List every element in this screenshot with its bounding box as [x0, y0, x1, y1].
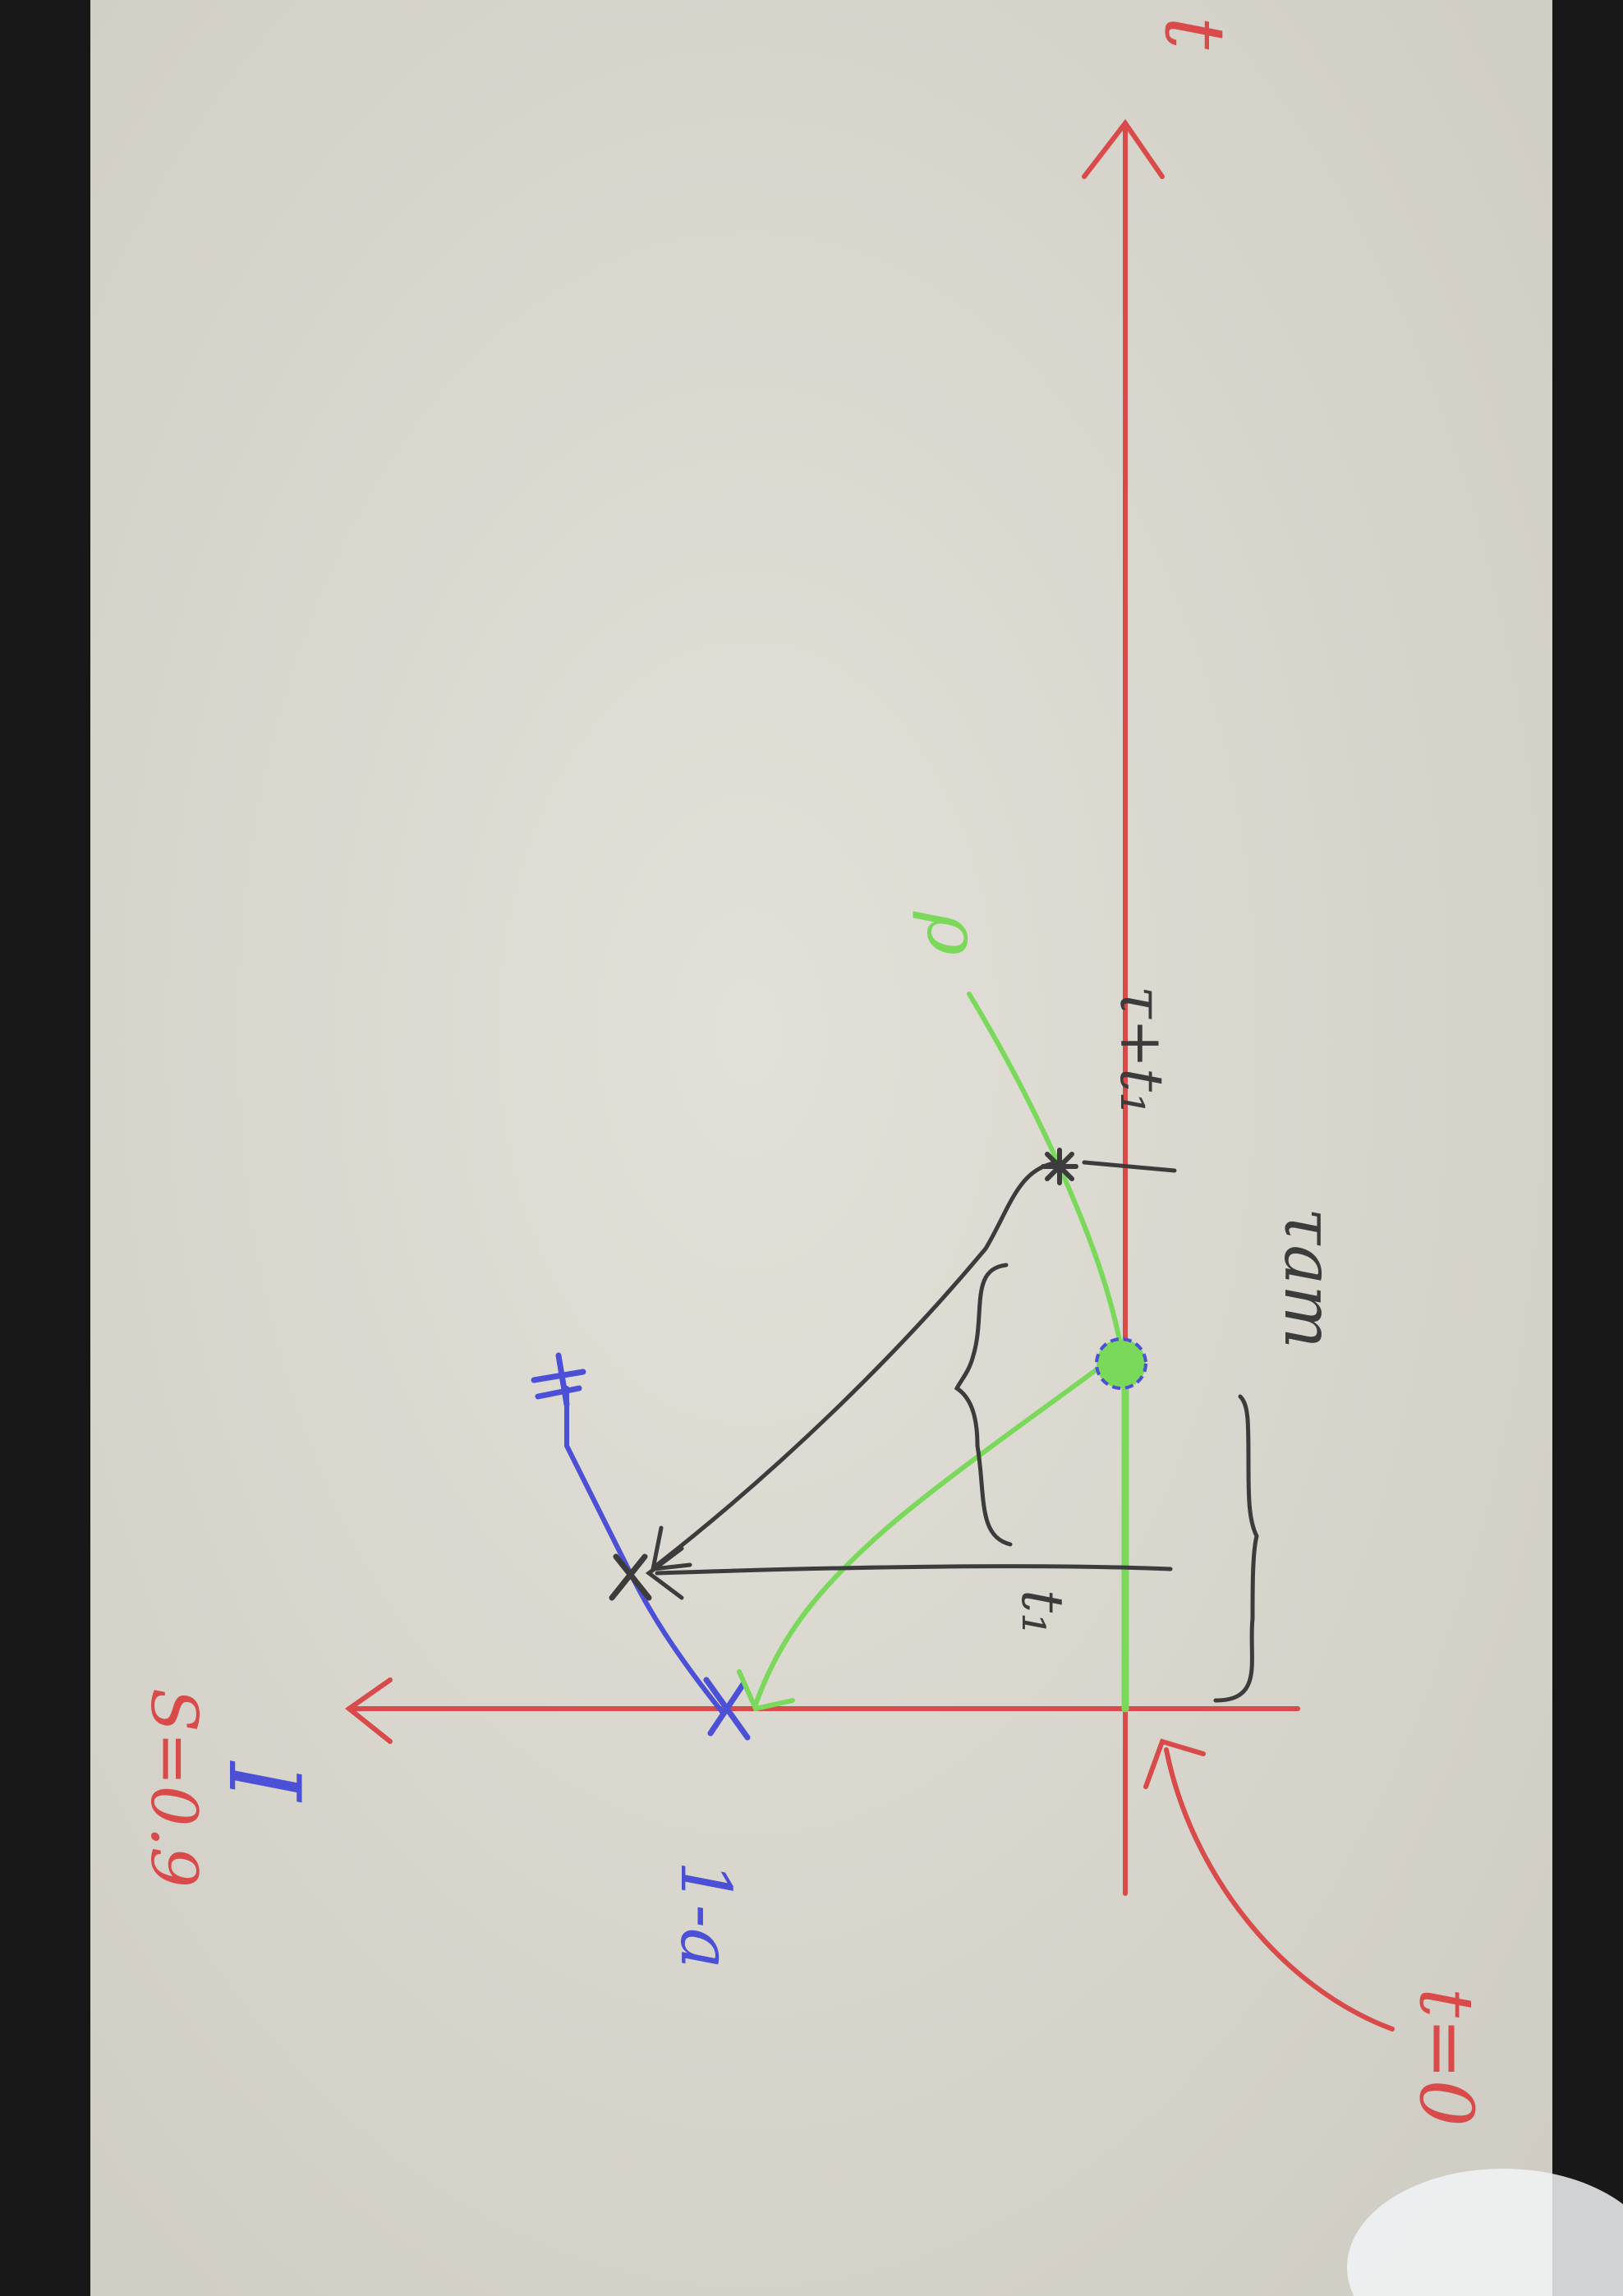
- roman-one-label: I: [206, 1760, 320, 1803]
- tau-m-label: τam: [1269, 1208, 1347, 1349]
- tau-plus-t1-label: τ+t₁: [1107, 986, 1176, 1116]
- s-eq-label: S=0.9: [136, 1688, 210, 1888]
- tau-m-brace: [1213, 1394, 1259, 1703]
- value-axis: [344, 1677, 1300, 1744]
- text-tau-m: τam: [1269, 1208, 1347, 1349]
- blue-cross-marker: [703, 1677, 751, 1741]
- text-roman-one: I: [206, 1760, 320, 1803]
- blue-curve: [563, 1386, 725, 1715]
- grey-cross-marker: [609, 1553, 652, 1601]
- t1-label: t₁: [1009, 1590, 1076, 1636]
- t-zero-pointer: [1143, 1738, 1395, 2031]
- paper-sheet: [90, 0, 1552, 2296]
- one-minus-a-label: 1-a: [665, 1861, 746, 1969]
- inner-brace: [954, 1263, 1013, 1547]
- text-t-axis: t: [1147, 16, 1243, 50]
- text-t1: t₁: [1009, 1590, 1076, 1636]
- rho-label: ρ: [910, 911, 996, 955]
- text-s-eq: S=0.9: [136, 1688, 210, 1888]
- text-t-zero: t=0: [1403, 1988, 1489, 2127]
- grey-curve: [645, 1160, 1177, 1600]
- glare: [1347, 2169, 1623, 2296]
- text-rho: ρ: [910, 911, 996, 955]
- green-point: [1095, 1337, 1147, 1390]
- text-tau-plus-t1: τ+t₁: [1107, 986, 1176, 1116]
- text-one-minus-a: 1-a: [665, 1861, 746, 1969]
- blue-end-marker: [531, 1352, 586, 1408]
- t-zero-label: t=0: [1403, 1988, 1489, 2127]
- t-axis-label: t: [1147, 16, 1243, 50]
- grey-star-marker: [1041, 1148, 1078, 1185]
- value-axis-arrowhead: [344, 1677, 393, 1744]
- time-axis-arrowhead: [1082, 118, 1165, 179]
